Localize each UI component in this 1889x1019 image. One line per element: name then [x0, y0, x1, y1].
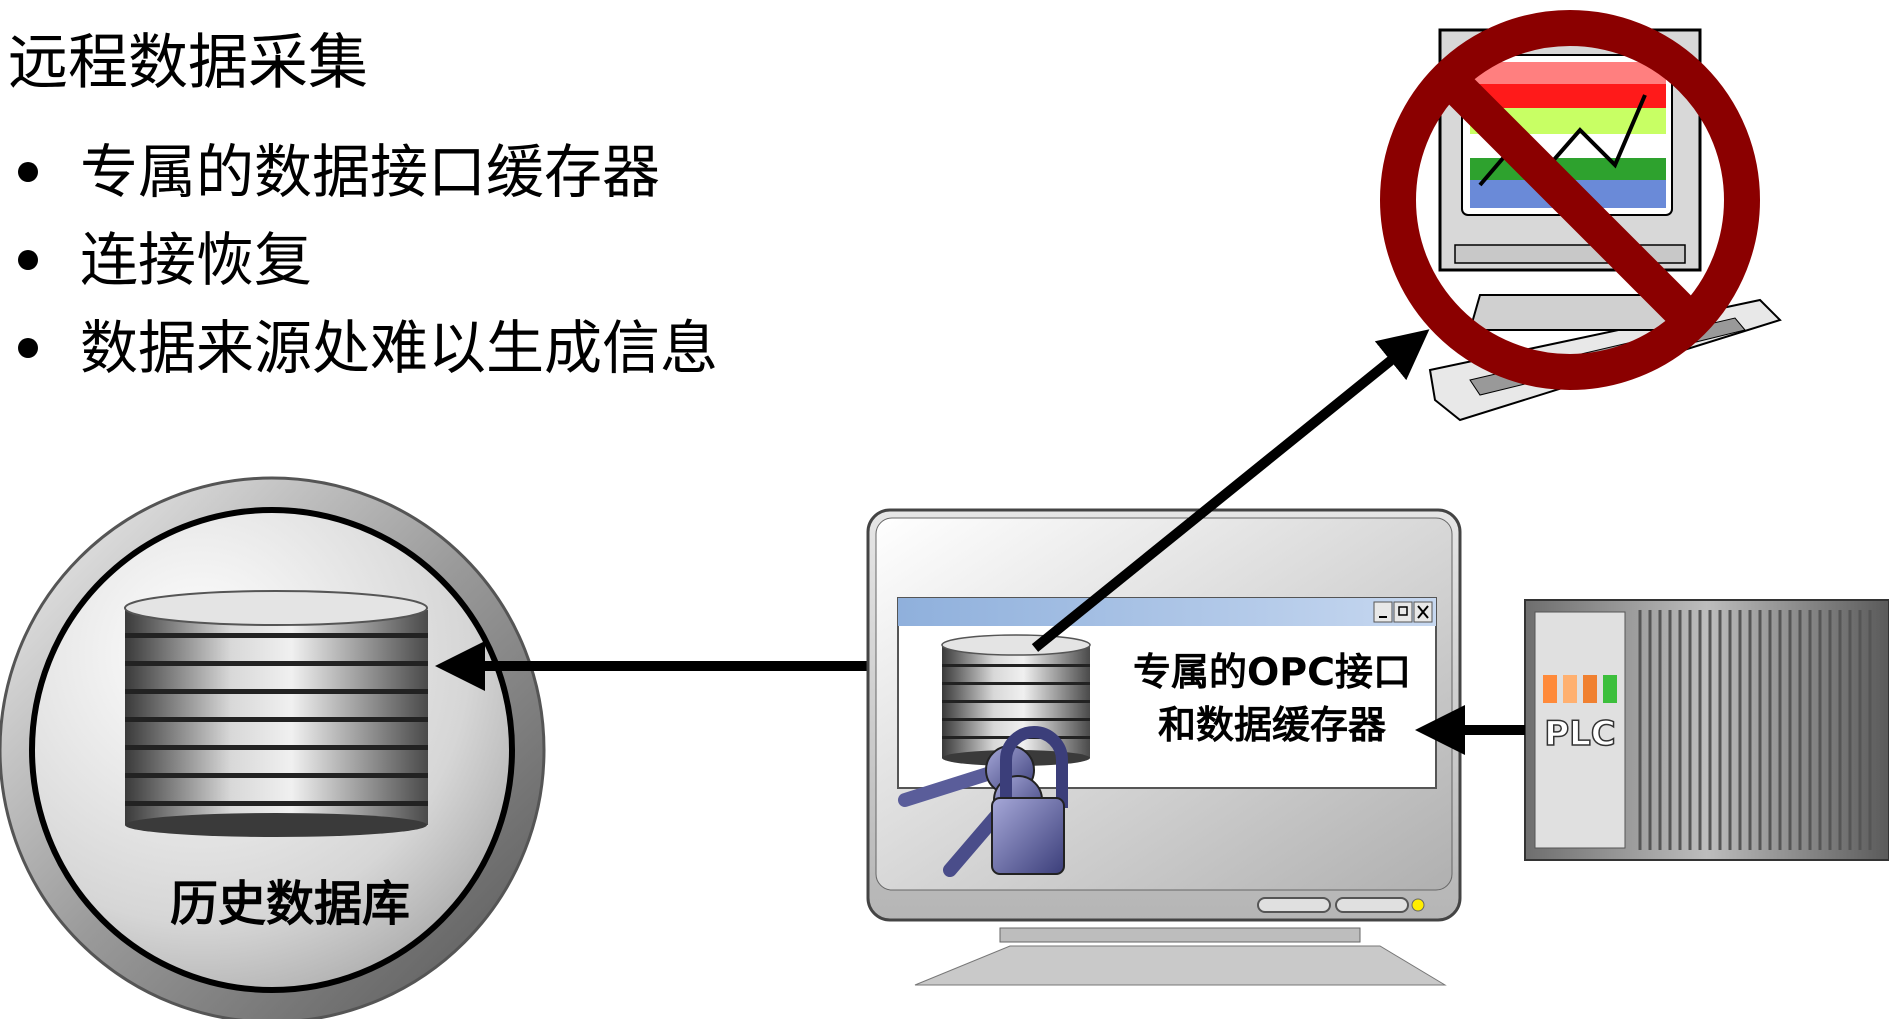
hmi-computer-icon: [1380, 10, 1782, 422]
database-stack-icon: [124, 590, 428, 837]
restore-icon: [1393, 601, 1413, 623]
opc-label-line1: 专属的OPC接口: [1133, 650, 1411, 694]
bullet-dot-icon: [18, 162, 38, 182]
bullet-item: 连接恢复: [10, 216, 718, 304]
historian-database: 历史数据库: [0, 476, 546, 1019]
arrow-to-hmi: [1031, 329, 1430, 652]
plc-label: PLC: [1544, 714, 1616, 754]
bullet-item: 数据来源处难以生成信息: [10, 304, 718, 392]
status-light-green: [1603, 675, 1617, 703]
monitor-button: [1335, 897, 1409, 913]
bullet-list: 专属的数据接口缓存器 连接恢复 数据来源处难以生成信息: [10, 128, 718, 392]
power-led-icon: [1411, 898, 1425, 912]
slide-title: 远程数据采集: [8, 28, 368, 98]
window-controls: [1373, 601, 1433, 623]
historian-label: 历史数据库: [170, 876, 410, 932]
opc-server-monitor: 专属的OPC接口 和数据缓存器: [866, 508, 1462, 986]
bullet-text: 数据来源处难以生成信息: [80, 314, 719, 382]
status-light-orange: [1543, 675, 1557, 703]
plc-device: PLC: [1524, 599, 1889, 861]
screen-stripe: [1470, 62, 1666, 84]
minimize-icon: [1373, 601, 1393, 623]
bullet-dot-icon: [18, 250, 38, 270]
status-light-orange: [1583, 675, 1597, 703]
prohibited-icon: [1380, 10, 1760, 390]
bullet-dot-icon: [18, 338, 38, 358]
screen-stripe: [1470, 84, 1666, 108]
bullet-text: 专属的数据接口缓存器: [80, 138, 661, 206]
bullet-text: 连接恢复: [80, 226, 313, 294]
padlock-keys-icon: [898, 726, 1068, 877]
monitor-button: [1257, 897, 1331, 913]
bullet-item: 专属的数据接口缓存器: [10, 128, 718, 216]
status-light-orange: [1563, 675, 1577, 703]
opc-label-line2: 和数据缓存器: [1158, 703, 1387, 747]
